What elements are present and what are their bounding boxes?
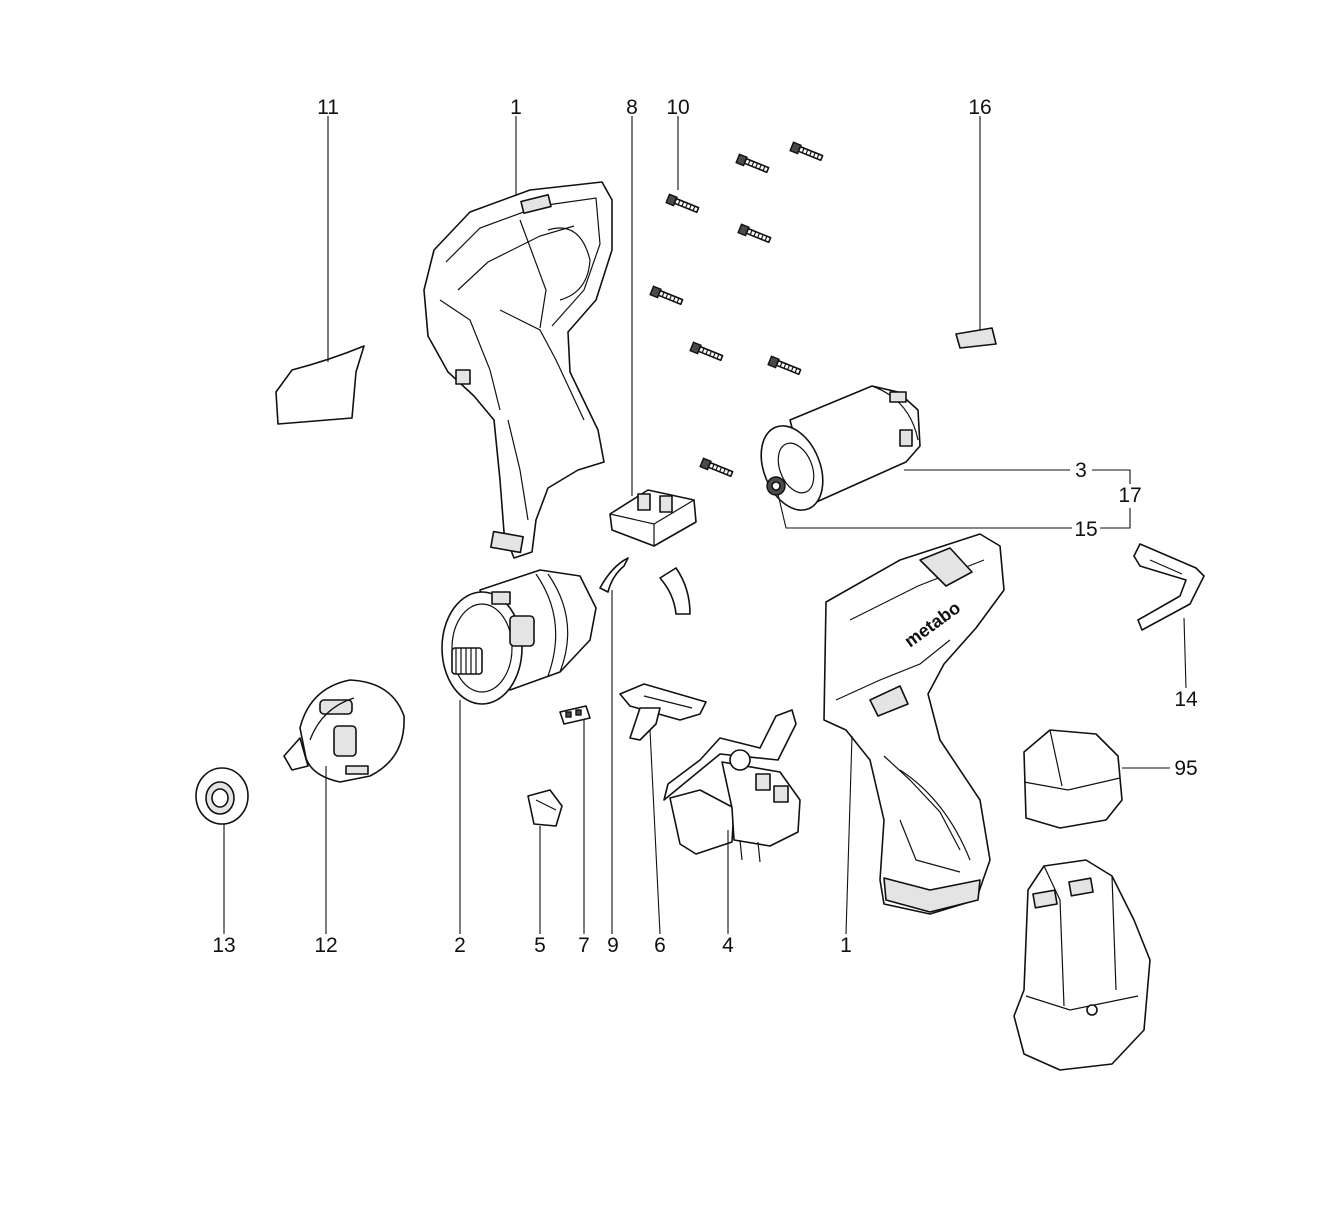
callout-11: 11 [317,96,339,119]
callout-5: 5 [534,934,546,957]
part-label-plate [955,327,997,349]
callout-14: 14 [1174,688,1198,711]
part-belt-hook [1133,543,1205,631]
part-contact-plate [609,489,697,547]
callout-8: 8 [626,96,638,119]
callout-95: 95 [1174,757,1197,780]
callout-7: 7 [578,934,590,957]
callout-12: 12 [314,934,337,957]
part-housing-right: metabo [823,533,1005,915]
callout-6: 6 [654,934,666,957]
callout-1-top: 1 [510,96,522,119]
callout-labels: 11 1 8 10 16 3 17 15 14 95 13 12 2 5 7 9… [212,96,1198,957]
part-battery-pack [1013,859,1151,1071]
callout-4: 4 [722,934,734,957]
part-spring [599,557,691,615]
part-slider [527,789,563,827]
part-housing-left [423,181,613,559]
callout-15: 15 [1074,518,1097,541]
part-keyless-chuck [283,679,405,783]
callout-1-bottom: 1 [840,934,852,957]
part-battery-cap [1023,729,1123,829]
part-screws [649,141,824,478]
callout-9: 9 [607,934,619,957]
part-sticker [275,345,365,425]
part-switch-cap [619,683,707,741]
callout-10: 10 [666,96,689,119]
part-gear-unit [441,569,597,705]
part-switch [663,709,801,863]
leader-lines [223,116,1187,935]
callout-2: 2 [454,934,466,957]
part-led-board [559,705,591,725]
callout-3: 3 [1075,459,1087,482]
part-nut [195,767,249,825]
callout-13: 13 [212,934,235,957]
callout-16: 16 [968,96,991,119]
callout-17: 17 [1118,484,1141,507]
part-motor [760,385,921,511]
